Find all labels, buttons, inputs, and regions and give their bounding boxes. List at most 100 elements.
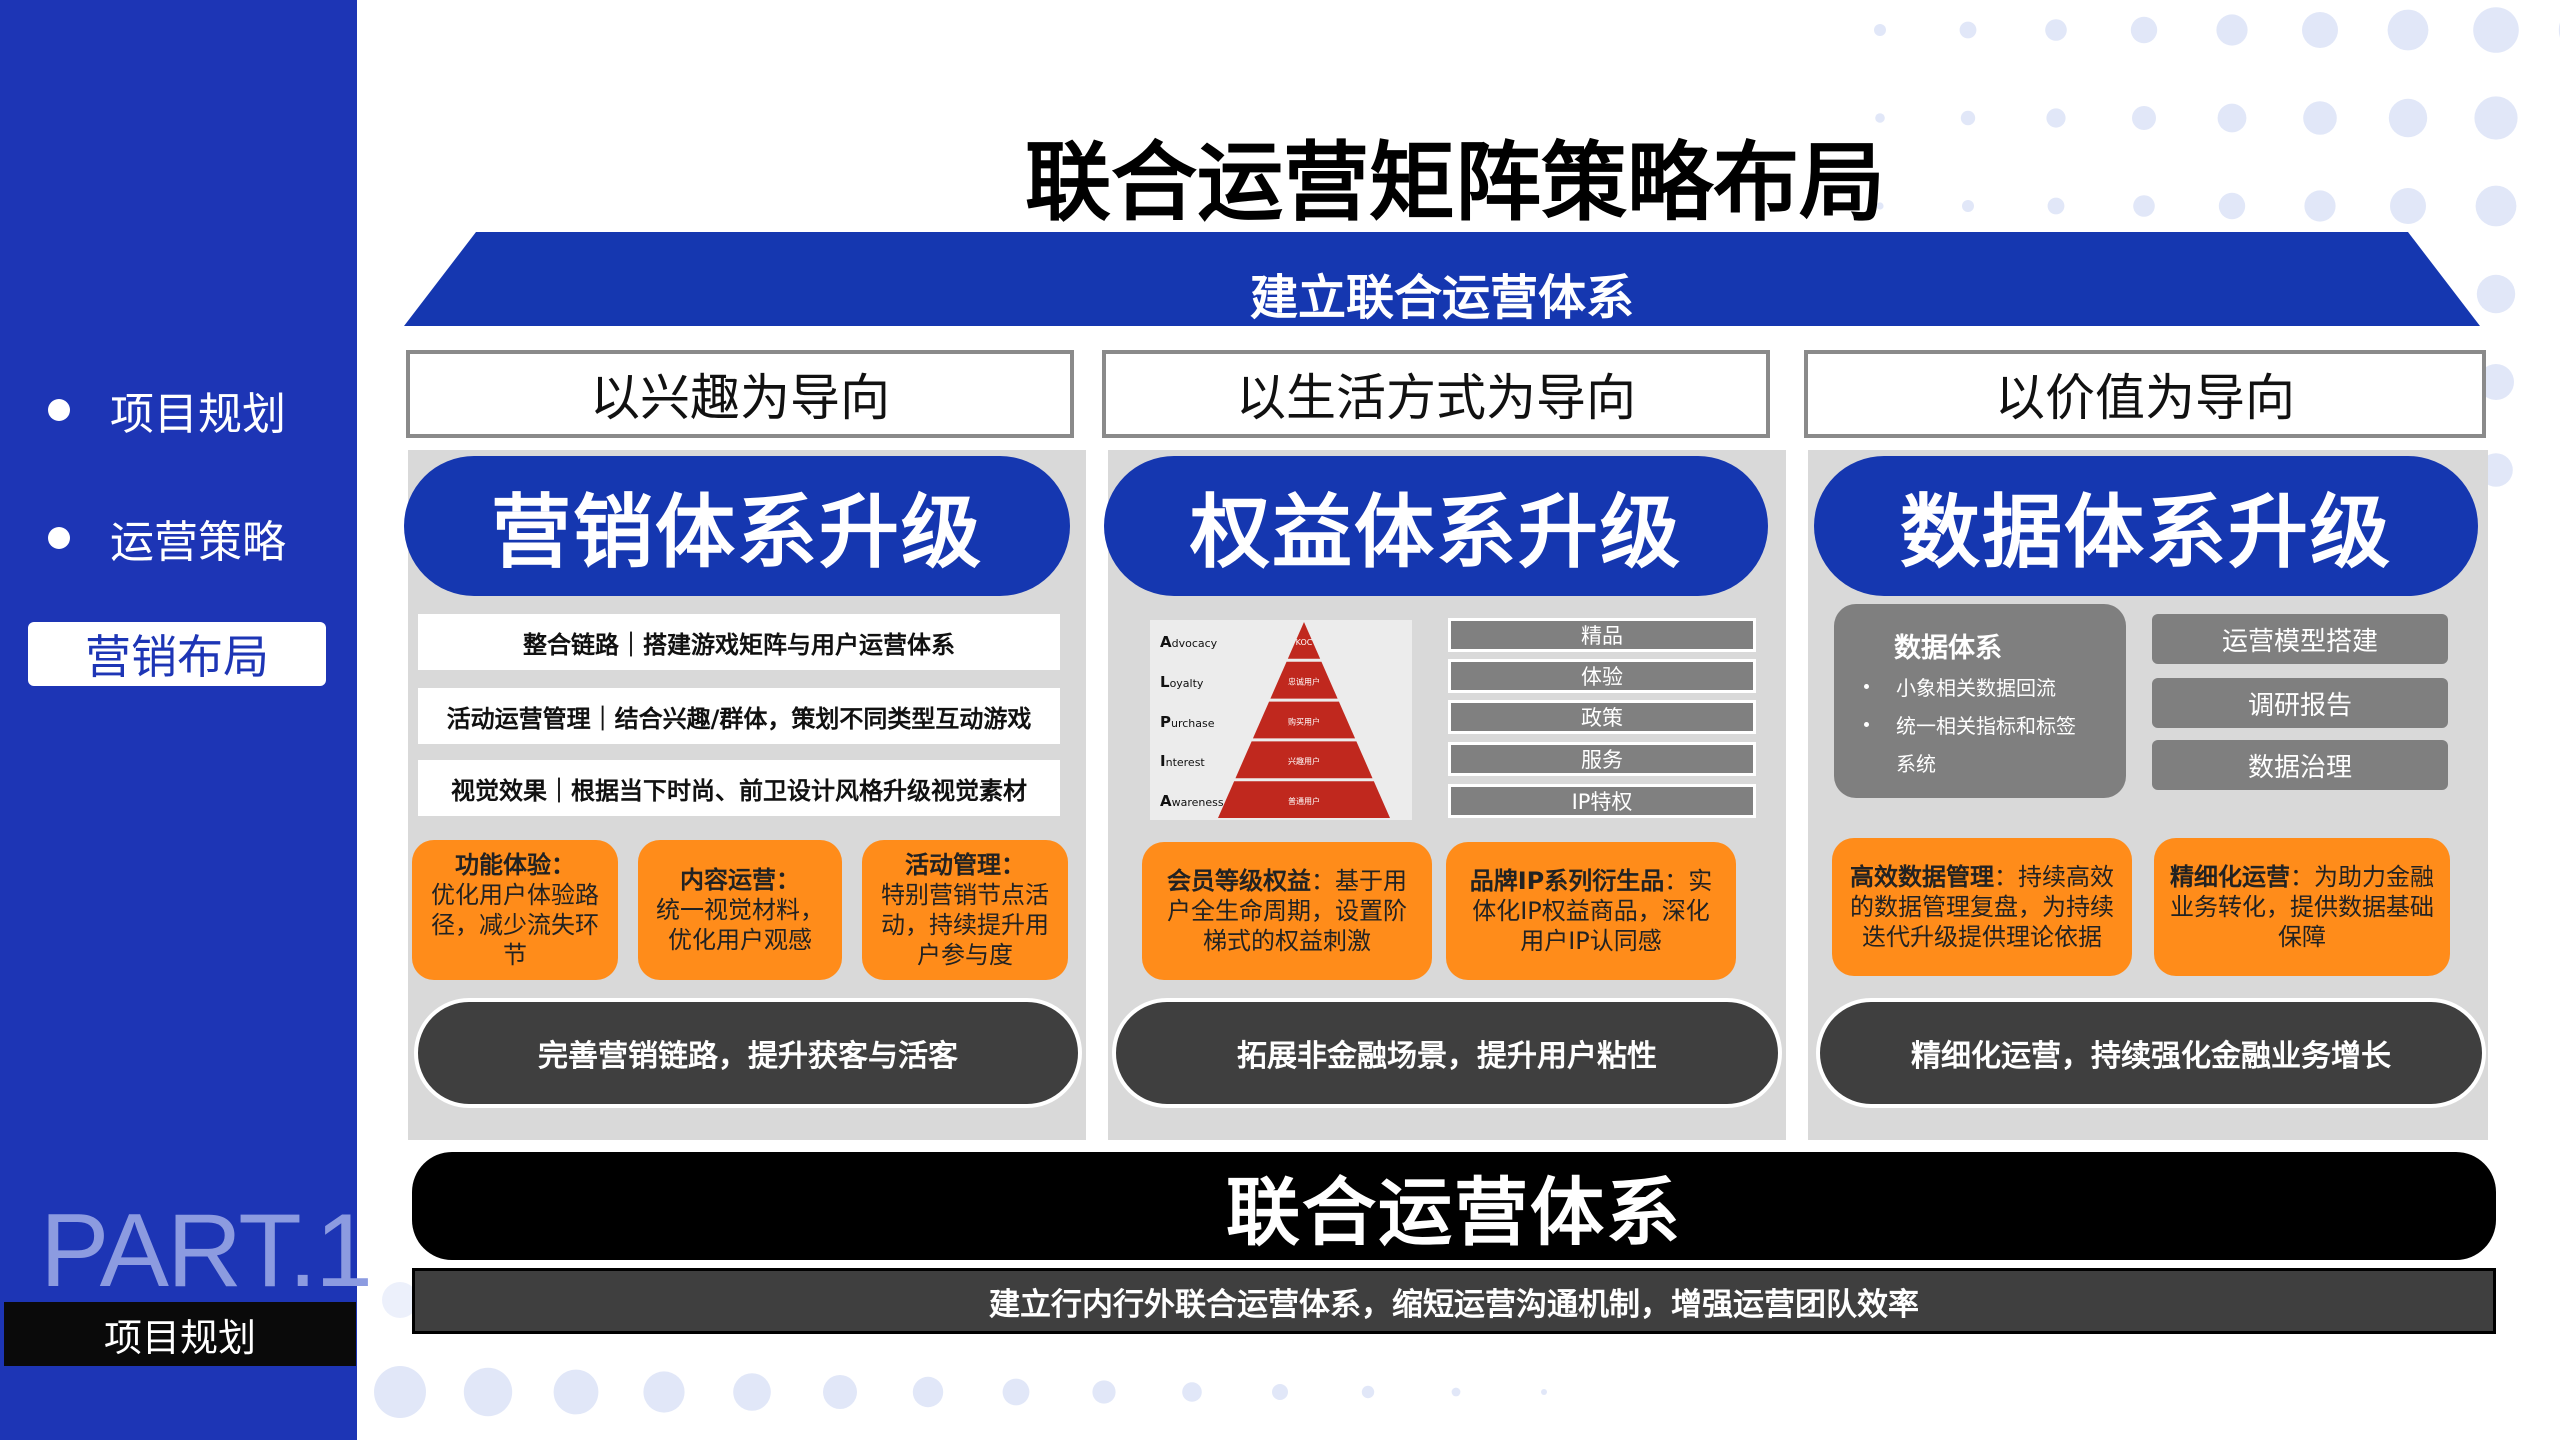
- decorative-dot: [1874, 24, 1886, 36]
- decorative-dot: [1182, 1382, 1202, 1402]
- card-activity-management: 活动管理：特别营销节点活动，持续提升用户参与度: [862, 840, 1068, 980]
- data-system-title: 数据体系: [1894, 633, 2002, 664]
- decorative-dot: [463, 1367, 513, 1417]
- card-title: 会员等级权益: [1167, 867, 1311, 895]
- column-heading-interest: 以兴趣为导向: [406, 350, 1074, 438]
- card-member-level-benefits: 会员等级权益：基于用户全生命周期，设置阶梯式的权益刺激: [1142, 842, 1432, 980]
- decorative-dot: [912, 1376, 944, 1408]
- pyramid-side-label-initial: L: [1160, 672, 1170, 691]
- pyramid-level: [1270, 661, 1338, 699]
- card-body: ：为助力金融业务转化，提供数据基础保障: [2170, 863, 2434, 951]
- pyramid-side-label: Purchase: [1160, 713, 1215, 731]
- data-system-line: 小象相关数据回流: [1896, 676, 2056, 700]
- data-system-line: 统一相关指标和标签: [1896, 714, 2076, 738]
- card-title: 精细化运营: [2170, 863, 2290, 891]
- card-title: 内容运营：: [680, 866, 800, 894]
- bullet-icon: [48, 527, 70, 549]
- pyramid-side-label-initial: I: [1160, 752, 1166, 771]
- bullet-icon: [1864, 684, 1869, 689]
- data-upgrade-title: 数据体系升级: [1814, 456, 2478, 596]
- decorative-dot: [1002, 1378, 1030, 1406]
- data-item-research-report: 调研报告: [2152, 678, 2448, 728]
- pyramid-level: [1287, 622, 1321, 659]
- decorative-dot: [823, 1375, 857, 1409]
- pyramid-side-label: Awareness: [1160, 792, 1224, 810]
- data-item-operation-model: 运营模型搭建: [2152, 614, 2448, 664]
- data-item-data-governance: 数据治理: [2152, 740, 2448, 790]
- decorative-dot: [643, 1371, 685, 1413]
- card-title: 活动管理：: [905, 851, 1025, 879]
- sidebar: 项目规划 运营策略 营销布局 PART.1 项目规划: [0, 0, 373, 1440]
- page-title: 联合运营矩阵策略布局: [1025, 133, 1885, 233]
- sidebar-item-project-planning[interactable]: 项目规划: [48, 378, 286, 442]
- summary-data: 精细化运营，持续强化金融业务增长: [1816, 998, 2486, 1108]
- decorative-dot: [1541, 1389, 1547, 1395]
- pyramid-side-label-rest: dvocacy: [1171, 637, 1218, 651]
- roof-banner-text: 建立联合运营体系: [1249, 270, 1634, 326]
- roof-banner: [404, 232, 2480, 326]
- card-efficient-data-management: 高效数据管理：持续高效的数据管理复盘，为持续迭代升级提供理论依据: [1832, 838, 2132, 976]
- card-title: 高效数据管理: [1850, 863, 1994, 891]
- sidebar-item-operation-strategy[interactable]: 运营策略: [48, 506, 286, 570]
- decorative-dot: [374, 1366, 426, 1418]
- decorative-dot: [2302, 12, 2338, 48]
- card-brand-ip-derivatives: 品牌IP系列衍生品：实体化IP权益商品，深化用户IP认同感: [1446, 842, 1736, 980]
- benefits-upgrade-title: 权益体系升级: [1104, 456, 1768, 596]
- summary-marketing: 完善营销链路，提升获客与活客: [414, 998, 1082, 1108]
- pyramid-side-label-rest: oyalty: [1169, 676, 1204, 690]
- strategy-bar-integration: 整合链路｜搭建游戏矩阵与用户运营体系: [418, 614, 1060, 670]
- pyramid-side-label: Advocacy: [1160, 633, 1217, 651]
- column-heading-lifestyle: 以生活方式为导向: [1102, 350, 1770, 438]
- strategy-bar-visual: 视觉效果｜根据当下时尚、前卫设计风格升级视觉素材: [418, 760, 1060, 816]
- bullet-icon: [48, 399, 70, 421]
- pyramid-side-label-rest: urchase: [1171, 716, 1215, 730]
- decorative-dot: [2216, 14, 2248, 46]
- benefit-box-ip-privilege: IP特权: [1448, 784, 1756, 818]
- card-body: ：实体化IP权益商品，深化用户IP认同感: [1472, 867, 1713, 955]
- decorative-dot: [2476, 274, 2516, 314]
- summary-benefits: 拓展非金融场景，提升用户粘性: [1112, 998, 1782, 1108]
- card-title: 品牌IP系列衍生品: [1469, 867, 1665, 895]
- pyramid-level-text: 兴趣用户: [1288, 756, 1320, 766]
- pyramid-level-text: 普通用户: [1288, 796, 1320, 806]
- card-body: ：基于用户全生命周期，设置阶梯式的权益刺激: [1167, 867, 1407, 955]
- card-body: 优化用户体验路径，减少流失环节: [431, 881, 599, 969]
- pyramid-side-label-initial: A: [1160, 633, 1172, 652]
- card-function-experience: 功能体验：优化用户体验路径，减少流失环节: [412, 840, 618, 980]
- column-heading-value: 以价值为导向: [1804, 350, 2486, 438]
- benefit-box-policy: 政策: [1448, 700, 1756, 734]
- card-body: 特别营销节点活动，持续提升用户参与度: [881, 881, 1049, 969]
- card-refined-operation: 精细化运营：为助力金融业务转化，提供数据基础保障: [2154, 838, 2450, 976]
- pyramid-level: [1235, 741, 1373, 779]
- pyramid-side-label: Interest: [1160, 752, 1205, 770]
- sidebar-item-label: 项目规划: [110, 389, 286, 440]
- pyramid-side-label: Loyalty: [1160, 673, 1203, 691]
- pyramid-side-label-initial: A: [1160, 792, 1172, 811]
- benefit-box-service: 服务: [1448, 742, 1756, 776]
- marketing-upgrade-title: 营销体系升级: [404, 456, 1070, 596]
- decorative-dot: [2473, 7, 2519, 53]
- card-title: 功能体验：: [455, 851, 575, 879]
- decorative-dot: [1361, 1385, 1375, 1399]
- pyramid-side-label-initial: P: [1160, 712, 1171, 731]
- joint-operation-base-subtitle: 建立行内行外联合运营体系，缩短运营沟通机制，增强运营团队效率: [412, 1268, 2496, 1334]
- sidebar-item-label: 运营策略: [110, 517, 286, 568]
- pyramid-level: [1252, 701, 1356, 739]
- benefit-box-premium: 精品: [1448, 618, 1756, 652]
- pyramid-level-text: KOC: [1296, 638, 1313, 647]
- pyramid-side-label-rest: nterest: [1165, 756, 1205, 770]
- data-system-line: 系统: [1896, 752, 1936, 776]
- joint-operation-base-title: 联合运营体系: [412, 1152, 2496, 1260]
- part-label: PART.1: [40, 1193, 373, 1309]
- sidebar-item-marketing-layout[interactable]: 营销布局: [28, 622, 326, 686]
- data-system-box: 数据体系 小象相关数据回流 统一相关指标和标签 系统: [1834, 604, 2126, 798]
- decorative-dot: [1092, 1380, 1116, 1404]
- decorative-dot: [1451, 1387, 1461, 1397]
- card-body: 统一视觉材料，优化用户观感: [656, 896, 824, 954]
- decorative-dot: [1272, 1384, 1288, 1400]
- pyramid-side-label-rest: wareness: [1171, 796, 1224, 810]
- card-body: ：持续高效的数据管理复盘，为持续迭代升级提供理论依据: [1850, 863, 2114, 951]
- pyramid-level-text: 购买用户: [1288, 716, 1320, 726]
- benefit-box-experience: 体验: [1448, 659, 1756, 693]
